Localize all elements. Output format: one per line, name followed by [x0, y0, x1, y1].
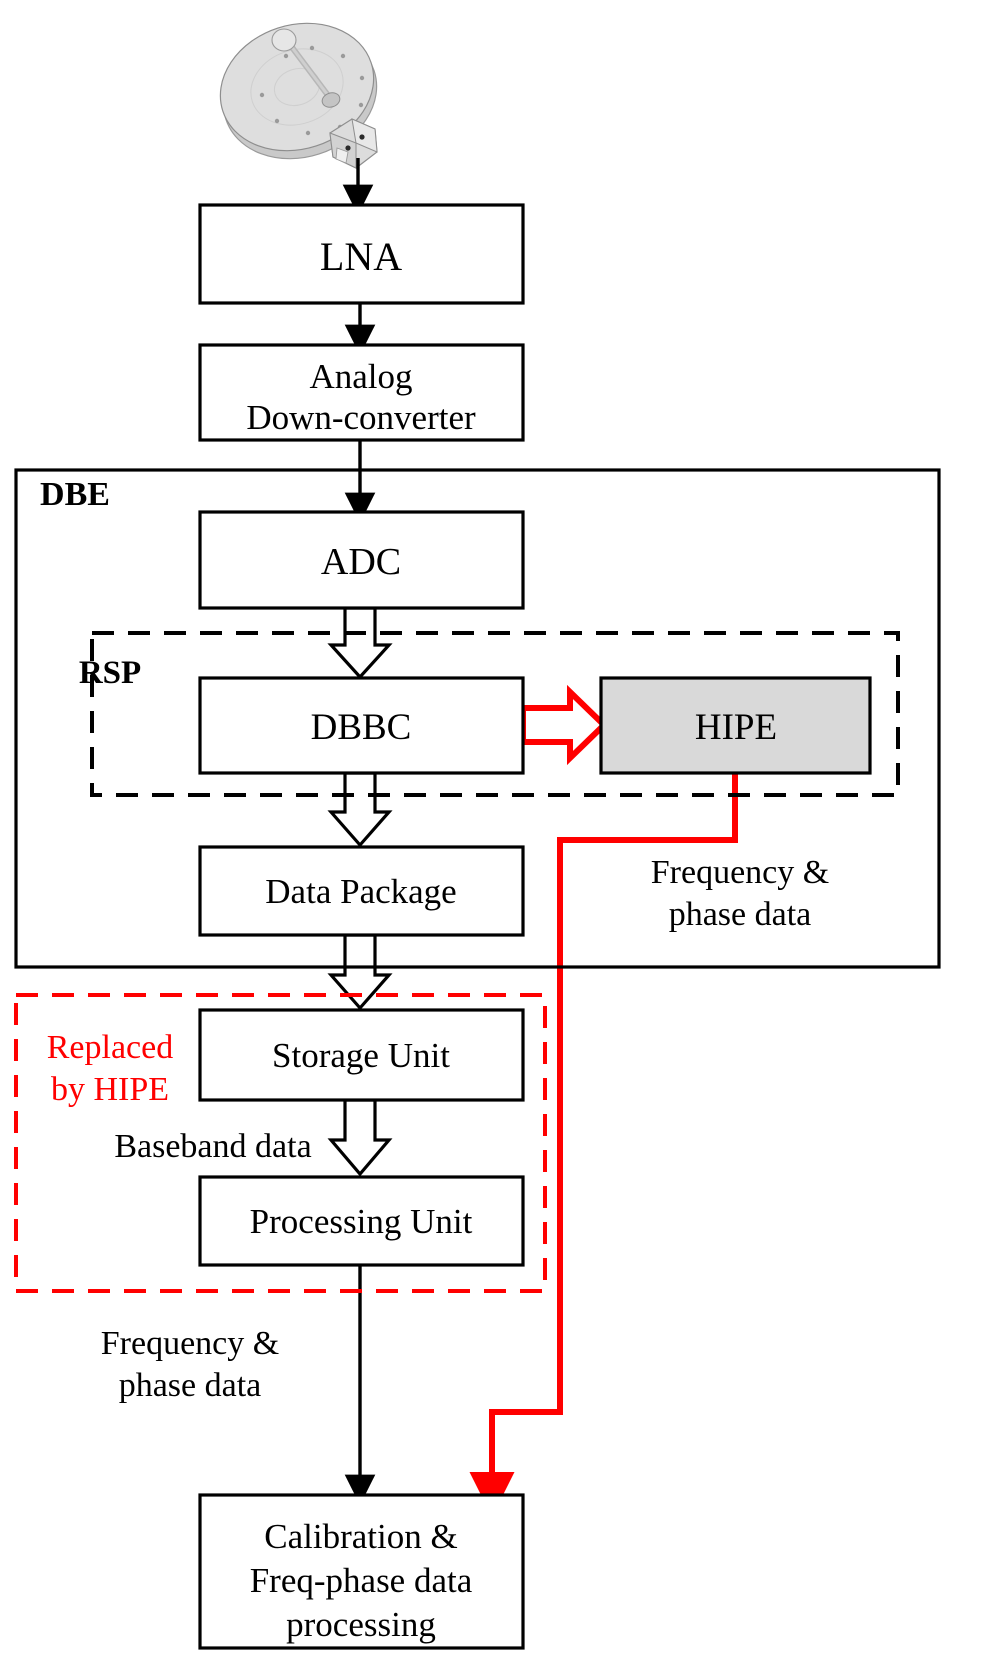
antenna-dish-icon: [219, 22, 378, 169]
node-calibration-box[interactable]: [198, 1493, 525, 1650]
node-datapackage-label: Data Package: [265, 872, 456, 911]
group-replaced-label-line1: Replaced: [47, 1029, 174, 1066]
node-datapackage-box[interactable]: [198, 845, 525, 937]
node-processing-label: Processing Unit: [250, 1202, 473, 1241]
group-replaced-box: [14, 993, 547, 1293]
node-downconverter-label-line2: Down-converter: [246, 398, 476, 437]
group-dbe-box: [14, 468, 941, 969]
node-hipe-label: HIPE: [695, 707, 777, 748]
node-downconverter-label-line1: Analog: [309, 357, 412, 396]
node-storage-label: Storage Unit: [272, 1036, 450, 1075]
group-rsp-box: [90, 631, 900, 797]
group-replaced-label-line2: by HIPE: [51, 1071, 169, 1108]
node-calibration-label-line2: Freq-phase data: [250, 1561, 473, 1600]
node-adc-box[interactable]: [198, 510, 525, 610]
block-arrow-datapackage-storage: [327, 933, 393, 1011]
edge-label-freq-phase-top-line1: Frequency &: [651, 854, 829, 891]
node-calibration-label-line1: Calibration &: [264, 1517, 457, 1556]
node-lna-box[interactable]: [198, 203, 525, 305]
node-storage-box[interactable]: [198, 1008, 525, 1102]
edge-label-freq-phase-bottom-line2: phase data: [119, 1367, 262, 1404]
block-arrow-adc-dbbc: [327, 606, 393, 680]
node-hipe-box[interactable]: [599, 676, 872, 775]
block-arrow-dbbc-datapackage: [327, 771, 393, 848]
group-dbe-label: DBE: [40, 476, 110, 513]
block-arrow-dbbc-hipe: [520, 684, 609, 766]
node-downconverter-box[interactable]: [198, 343, 525, 442]
edge-label-freq-phase-bottom-line1: Frequency &: [101, 1325, 279, 1362]
block-arrow-storage-processing: [327, 1098, 393, 1177]
node-processing-box[interactable]: [198, 1175, 525, 1267]
node-dbbc-label: DBBC: [311, 707, 412, 748]
edge-label-baseband: Baseband data: [114, 1128, 311, 1165]
node-lna-label: LNA: [320, 234, 402, 279]
node-adc-label: ADC: [321, 541, 401, 583]
group-rsp-label: RSP: [79, 655, 141, 691]
node-dbbc-box[interactable]: [198, 676, 525, 775]
node-calibration-label-line3: processing: [286, 1605, 436, 1644]
edge-hipe-calibration: [469, 773, 738, 1517]
edge-label-freq-phase-top-line2: phase data: [669, 896, 812, 933]
